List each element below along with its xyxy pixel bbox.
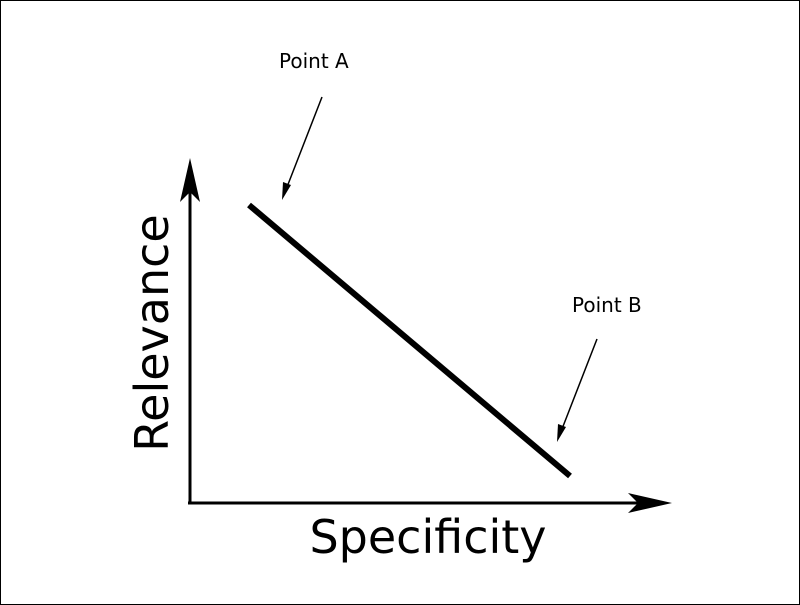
y-axis-label: Relevance (125, 214, 179, 451)
point-a-arrowhead (282, 182, 291, 200)
point-a-arrow-line (286, 96, 323, 188)
point-b-arrow-line (561, 338, 598, 430)
x-axis-label: Specificity (309, 510, 546, 564)
point-b-arrowhead (557, 424, 566, 442)
y-axis-arrowhead (180, 158, 200, 202)
point-b-label: Point B (572, 293, 642, 317)
trend-line (247, 202, 572, 479)
x-axis-arrowhead (628, 493, 672, 513)
point-a-label: Point A (279, 49, 349, 73)
